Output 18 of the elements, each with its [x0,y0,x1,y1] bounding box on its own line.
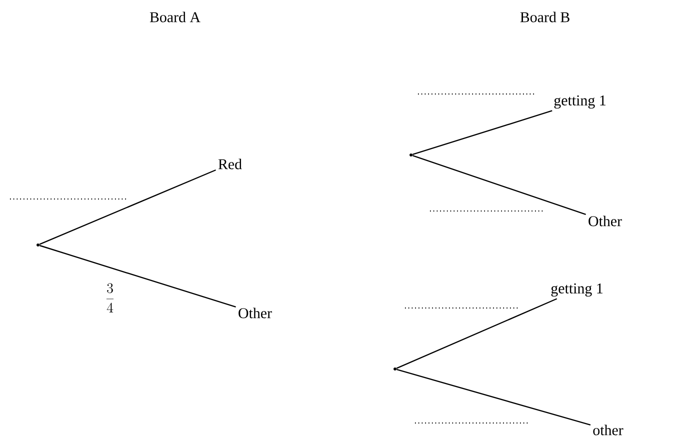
tree-branch [39,244,236,308]
board-heading: Board A [150,12,200,22]
tree-branch [412,154,586,216]
tree-branch [412,110,552,156]
branch-label: other [593,424,624,436]
tree-branch [396,368,591,426]
branch-point [36,244,40,246]
tree-branch [39,169,216,245]
branch-label: getting 1 [554,95,606,109]
board-heading: Board B [520,12,570,22]
branch-point [394,368,396,370]
branch-label: Other [238,308,272,318]
probability-label: $\frac{3}{4}$ [106,283,114,312]
branch-label: Other [588,216,622,226]
tree-branch [396,298,558,369]
branch-label: getting 1 [551,283,602,297]
branch-label: Red [218,158,242,170]
branch-point [410,154,412,156]
